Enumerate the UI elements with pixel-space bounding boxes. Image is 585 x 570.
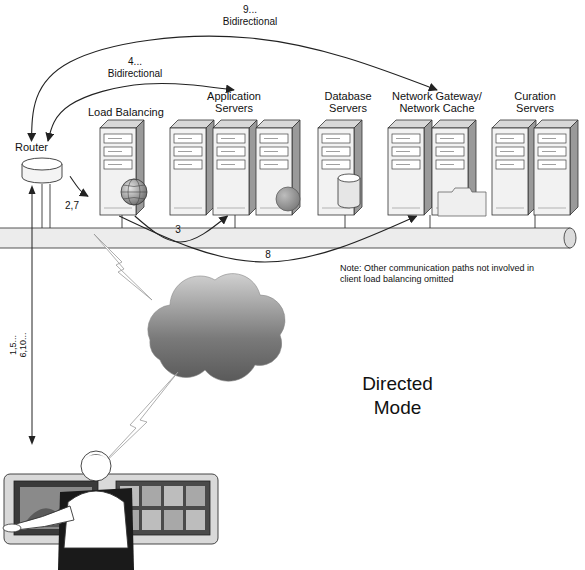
callout-number: 3	[168, 224, 188, 236]
client-workstation	[3, 451, 218, 570]
database-server-tower	[318, 120, 362, 215]
sequence-label: 1,5... 6,10...	[8, 328, 28, 362]
connector	[135, 216, 228, 242]
node-label: Database Servers	[318, 90, 378, 114]
node-label: Load Balancing	[88, 106, 166, 118]
mode-title: Directed Mode	[345, 372, 450, 420]
client-link-arrow	[29, 185, 36, 445]
node-label: Application Servers	[199, 90, 269, 114]
server-group: Router	[15, 141, 70, 188]
globe-symbol	[121, 179, 147, 205]
connector	[70, 176, 88, 196]
server-group: Database Servers	[312, 90, 384, 216]
connector	[119, 216, 416, 262]
wireless-link	[94, 234, 152, 300]
database-cylinder	[338, 174, 360, 208]
connector	[48, 83, 234, 141]
router-symbol	[22, 158, 62, 183]
callout-number: 9... Bidirectional	[215, 4, 285, 28]
server-group: Curation Servers	[492, 90, 578, 216]
gateway-server-tower	[388, 120, 432, 215]
server-group: Network Gateway/ Network Cache	[386, 90, 488, 216]
sphere-symbol	[276, 187, 300, 211]
node-label: Curation Servers	[505, 90, 565, 114]
node-label: Network Gateway/ Network Cache	[387, 90, 487, 114]
server-group: Application Servers	[168, 90, 300, 216]
application-server-tower	[170, 120, 214, 215]
internet-cloud	[148, 274, 285, 382]
folder-symbol	[438, 188, 486, 216]
server-group: Load Balancing	[88, 106, 166, 216]
callout-number: 4... Bidirectional	[100, 56, 170, 80]
network-bus	[0, 228, 576, 248]
node-label: Router	[15, 141, 70, 153]
application-server-tower	[213, 120, 257, 215]
callout-number: 8	[258, 249, 278, 261]
application-server-tower	[256, 120, 300, 215]
curation-server-tower	[492, 120, 536, 215]
curation-server-tower	[534, 120, 578, 215]
note-text: Note: Other communication paths not invo…	[340, 263, 555, 285]
callout-number: 2,7	[57, 200, 87, 212]
connector	[32, 36, 438, 141]
